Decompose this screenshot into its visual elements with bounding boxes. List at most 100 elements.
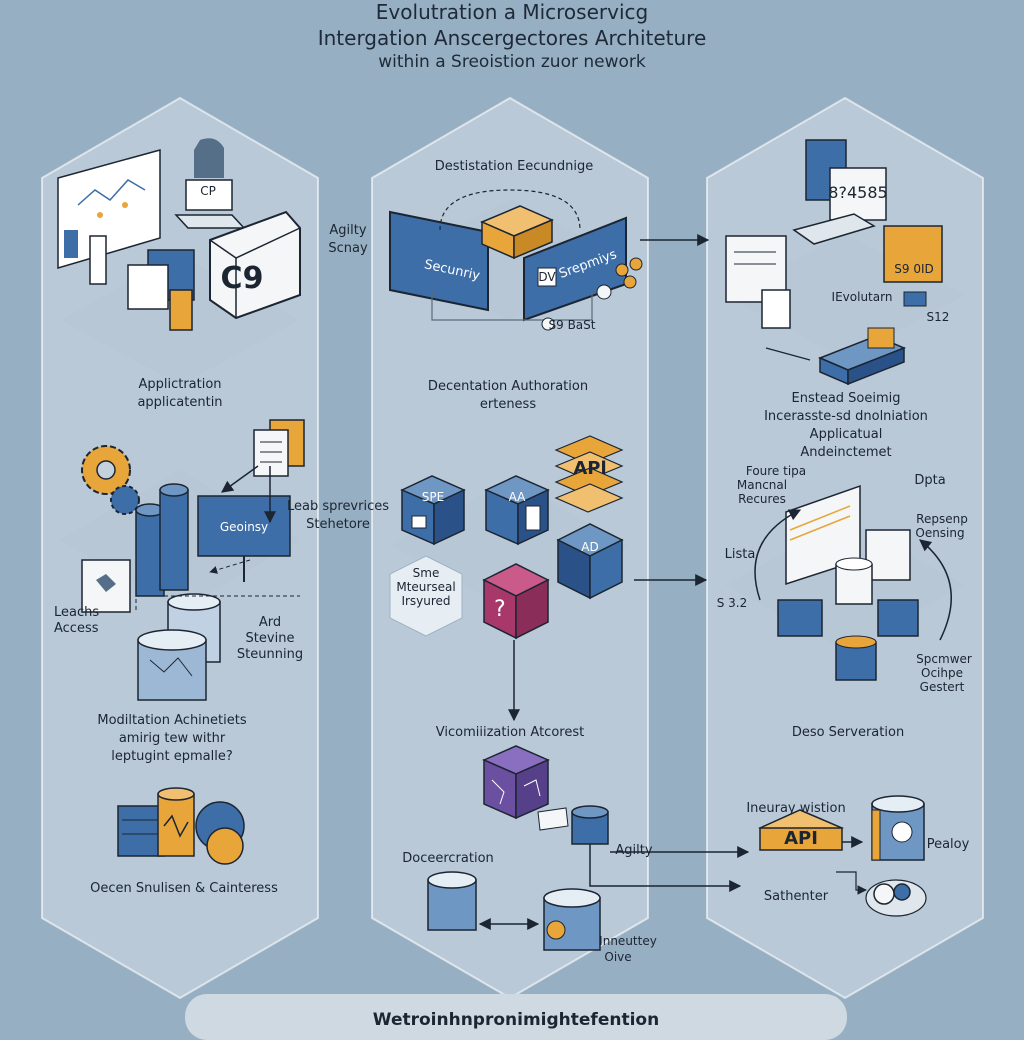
bottom-db-icon	[537, 805, 609, 845]
title-line-3: within a Sreoistion zuor nework	[378, 52, 646, 72]
mod-label-1: Modiltation Achinetiets	[97, 713, 247, 728]
vic-label: Vicomiiization Atcorest	[435, 725, 585, 740]
ens-label-2: Incerasste-sd dnolniation	[764, 409, 928, 424]
cloud-gears-icon	[865, 879, 927, 917]
ineu-label: Ineuray wistion	[746, 801, 846, 816]
doce-label: Doceercration	[402, 851, 494, 866]
orange-tag: S9 0ID	[894, 262, 934, 276]
arrow-left-monitor	[221, 465, 259, 493]
api-stack-label: APl	[573, 458, 607, 479]
cycle-icons	[754, 509, 952, 681]
dashed-loop	[439, 189, 581, 231]
ard-label-1: Ard	[258, 615, 282, 630]
dec-label-1: Decentation Authoration	[427, 379, 589, 394]
cube-aa-icon	[484, 475, 550, 546]
database-icon	[137, 593, 221, 701]
deso-label: Deso Serveration	[791, 725, 905, 740]
api-stack-icon	[554, 435, 624, 513]
s32-label: S 3.2	[716, 596, 748, 610]
leab-label-1: Leab sprevrices	[286, 499, 390, 514]
gear-icon	[81, 445, 140, 515]
four-label-2: Mancnal	[736, 478, 788, 492]
dpta-label: Dpta	[914, 473, 946, 488]
spam-label-3: Gestert	[919, 680, 965, 694]
leads-label-1: Leachs	[54, 605, 100, 620]
display-screen-icon	[785, 484, 911, 605]
orange-package-icon	[480, 205, 554, 260]
document-card-icon	[81, 559, 131, 613]
ievo-label: IEvolutarn	[831, 290, 893, 304]
sme-label-2: Mteurseal	[396, 580, 456, 594]
spam-label-2: Ocihpe	[921, 666, 963, 680]
info-hexagon	[389, 555, 463, 637]
app-label-1: Applictration	[138, 377, 222, 392]
storage-left-icon	[427, 871, 477, 931]
ens-label-3: Applicatual	[809, 427, 883, 442]
title-line-1: Evolutration a Microservicg	[375, 0, 649, 24]
dec-label-2: erteness	[479, 397, 537, 412]
c9-cube-icon	[209, 210, 301, 320]
agility-label-1: Agilty	[329, 223, 367, 238]
screen-text: CP	[200, 184, 216, 198]
api-chip-icon	[758, 809, 844, 851]
inne-label-1: Inneuttey	[599, 934, 657, 948]
cube-ad-label: AD	[581, 540, 599, 554]
sathenter-label: Sathenter	[763, 889, 829, 904]
ens-label-4: Andeinctemet	[800, 445, 892, 460]
rep-label-2: Oensing	[915, 526, 965, 540]
monitor-icon	[197, 495, 291, 582]
title-line-2: Intergation Anscergectores Architeture	[317, 26, 707, 50]
desktop-computer-icon	[725, 235, 927, 329]
mid-top-label: Destistation Eecundnige	[434, 159, 594, 174]
four-label-1: Foure tipa	[745, 464, 807, 478]
ocean-label: Oecen Snulisen & Cainteress	[90, 881, 278, 896]
spam-label-1: Spcmwer	[916, 652, 972, 666]
pealoy-label: Pealoy	[926, 837, 970, 852]
ard-label-2: Stevine	[245, 631, 295, 646]
cube-aa-label: AA	[508, 490, 526, 504]
ens-label-1: Enstead Soeimig	[791, 391, 901, 406]
cube-spe-label: SPE	[421, 490, 445, 504]
monitor-text: Geoinsy	[219, 520, 269, 534]
c9-cube-text: C9	[220, 261, 264, 296]
leads-label-2: Access	[54, 621, 99, 636]
app-label-2: applicatentin	[137, 395, 223, 410]
mod-label-3: leptugint epmalle?	[111, 749, 233, 764]
workstation-icon	[792, 139, 943, 283]
leab-label-2: Stehetore	[306, 517, 370, 532]
person-icon	[174, 138, 246, 229]
sme-label-3: Irsyured	[401, 594, 451, 608]
purple-cube-icon	[482, 745, 550, 820]
documents-icon	[253, 419, 305, 477]
mod-label-2: amirig tew withr	[118, 731, 226, 746]
footer-text: Wetroinhnpronimightefention	[372, 1010, 660, 1030]
policy-db-icon	[871, 795, 925, 861]
api-chip-label: API	[784, 828, 818, 849]
ard-label-3: Steunning	[236, 647, 304, 662]
cube-spe-icon	[400, 475, 466, 546]
coins-icon	[541, 257, 643, 331]
sme-label-1: Sme	[412, 566, 440, 580]
security-box-icon	[389, 210, 489, 312]
server-block-icon	[818, 327, 906, 386]
inne-label-2: Oive	[604, 950, 632, 964]
arrow-to-sathenter	[589, 844, 742, 892]
whiteboard-icon	[57, 149, 161, 285]
laptop-icon	[127, 249, 195, 331]
lista-label: Lista	[724, 547, 756, 562]
storage-right-icon	[543, 888, 601, 951]
value-label: S12	[926, 310, 950, 324]
cube-ad-icon	[556, 523, 624, 600]
services-badge: DV	[538, 270, 556, 284]
rep-label-1: Repsenp	[916, 512, 968, 526]
four-label-3: Recures	[738, 492, 786, 506]
agility-label-2: Scnay	[328, 241, 368, 256]
dashed-link-left	[135, 595, 300, 610]
svg-text:?: ?	[494, 597, 506, 622]
cylinders-icon	[135, 483, 189, 597]
agility-bottom-label: Agilty	[615, 843, 653, 858]
footer-banner: Wetroinhnpronimightefention	[185, 994, 847, 1040]
cube-magenta-icon: ?	[482, 563, 550, 640]
